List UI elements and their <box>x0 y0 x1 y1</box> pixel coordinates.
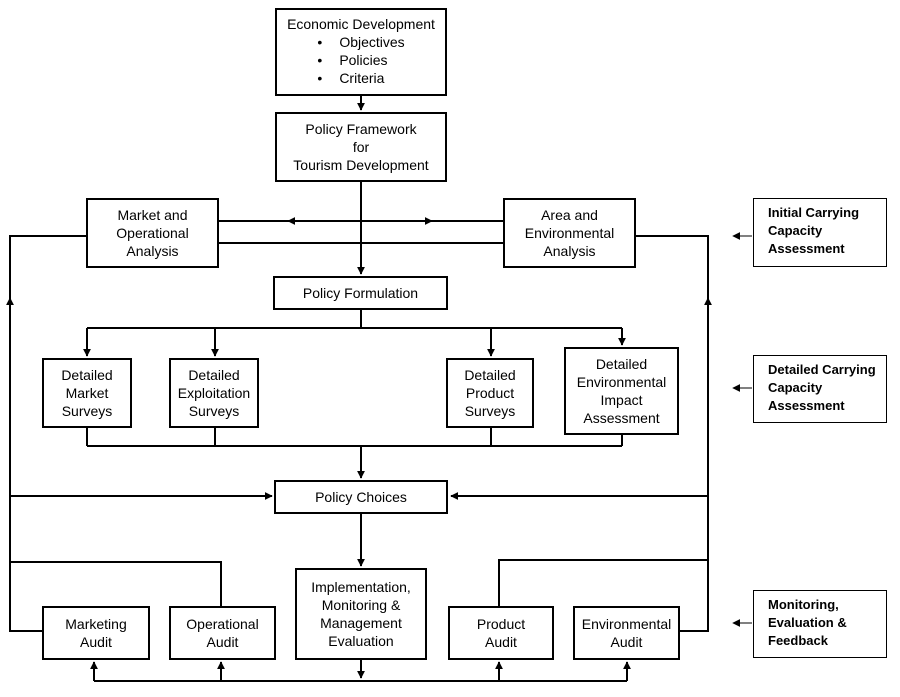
operational-audit-line-2: Audit <box>206 634 239 650</box>
policy-framework-line-2: for <box>352 139 370 155</box>
marketing-audit-line-2: Audit <box>80 634 112 650</box>
detailed-note-line-3: Assessment <box>768 398 845 413</box>
market-analysis-line-1: Market and <box>117 207 188 223</box>
detailed-note-line-2: Capacity <box>768 380 823 395</box>
detailed-environmental-line-4: Assessment <box>583 410 660 426</box>
bullet-objectives: Objectives <box>317 33 404 51</box>
initial-carrying-capacity-note: Initial Carrying Capacity Assessment <box>753 198 887 267</box>
detailed-exploitation-surveys-box: Detailed Exploitation Surveys <box>169 358 259 428</box>
detailed-environmental-line-3: Impact <box>600 392 643 408</box>
detailed-carrying-capacity-note: Detailed Carrying Capacity Assessment <box>753 355 887 423</box>
right-feedback-loop <box>635 235 709 632</box>
detailed-product-line-1: Detailed <box>464 367 516 383</box>
policy-choices-box: Policy Choices <box>274 480 448 514</box>
initial-note-line-1: Initial Carrying <box>768 205 860 220</box>
policy-choices-label: Policy Choices <box>315 489 407 505</box>
market-operational-analysis-box: Market and Operational Analysis <box>86 198 219 268</box>
detailed-market-surveys-box: Detailed Market Surveys <box>42 358 132 428</box>
detailed-product-line-3: Surveys <box>464 403 516 419</box>
detailed-product-line-2: Product <box>465 385 515 401</box>
initial-note-line-2: Capacity <box>768 223 823 238</box>
monitoring-note-line-2: Evaluation & <box>768 615 847 630</box>
operational-audit-box: Operational Audit <box>169 606 276 660</box>
detailed-environmental-line-2: Environmental <box>576 374 667 390</box>
detailed-exploitation-line-1: Detailed <box>188 367 240 383</box>
economic-development-title: Economic Development <box>287 16 435 32</box>
detailed-environmental-impact-box: Detailed Environmental Impact Assessment <box>564 347 679 435</box>
implementation-line-3: Management <box>320 615 402 631</box>
bullet-policies: Policies <box>317 51 404 69</box>
environmental-audit-line-2: Audit <box>610 634 643 650</box>
marketing-audit-line-1: Marketing <box>65 616 127 632</box>
detailed-market-line-1: Detailed <box>61 367 113 383</box>
implementation-line-1: Implementation, <box>311 579 411 595</box>
implementation-line-2: Monitoring & <box>321 597 401 613</box>
initial-note-line-3: Assessment <box>768 241 845 256</box>
market-analysis-line-3: Analysis <box>126 243 179 259</box>
detailed-exploitation-line-2: Exploitation <box>177 385 251 401</box>
monitoring-note-line-1: Monitoring, <box>768 597 839 612</box>
marketing-audit-box: Marketing Audit <box>42 606 150 660</box>
area-environmental-analysis-box: Area and Environmental Analysis <box>503 198 636 268</box>
implementation-box: Implementation, Monitoring & Management … <box>295 568 427 660</box>
left-feedback-loop <box>9 235 86 632</box>
implementation-line-4: Evaluation <box>328 633 394 649</box>
policy-formulation-label: Policy Formulation <box>302 285 419 301</box>
area-analysis-line-1: Area and <box>541 207 598 223</box>
detailed-environmental-line-1: Detailed <box>595 356 648 372</box>
link-operational-audit-up <box>10 561 222 606</box>
policy-framework-box: Policy Framework for Tourism Development <box>275 112 447 182</box>
policy-framework-line-3: Tourism Development <box>293 157 429 173</box>
monitoring-feedback-note: Monitoring, Evaluation & Feedback <box>753 590 887 658</box>
market-analysis-line-2: Operational <box>116 225 189 241</box>
bullet-criteria: Criteria <box>317 69 404 87</box>
detailed-product-surveys-box: Detailed Product Surveys <box>446 358 534 428</box>
area-analysis-line-2: Environmental <box>524 225 615 241</box>
link-product-audit-up <box>498 559 708 606</box>
policy-framework-line-1: Policy Framework <box>305 121 417 137</box>
detailed-market-line-3: Surveys <box>61 403 113 419</box>
environmental-audit-box: Environmental Audit <box>573 606 680 660</box>
operational-audit-line-1: Operational <box>186 616 259 632</box>
product-audit-box: Product Audit <box>448 606 554 660</box>
detailed-market-line-2: Market <box>65 385 109 401</box>
area-analysis-line-3: Analysis <box>543 243 596 259</box>
economic-development-box: Economic Development Objectives Policies… <box>275 8 447 96</box>
monitoring-note-line-3: Feedback <box>768 633 828 648</box>
detailed-note-line-1: Detailed Carrying <box>768 362 876 377</box>
policy-formulation-box: Policy Formulation <box>273 276 448 310</box>
product-audit-line-2: Audit <box>485 634 517 650</box>
economic-development-bullets: Objectives Policies Criteria <box>317 33 404 87</box>
environmental-audit-line-1: Environmental <box>581 616 672 632</box>
product-audit-line-1: Product <box>476 616 526 632</box>
detailed-exploitation-line-3: Surveys <box>188 403 240 419</box>
